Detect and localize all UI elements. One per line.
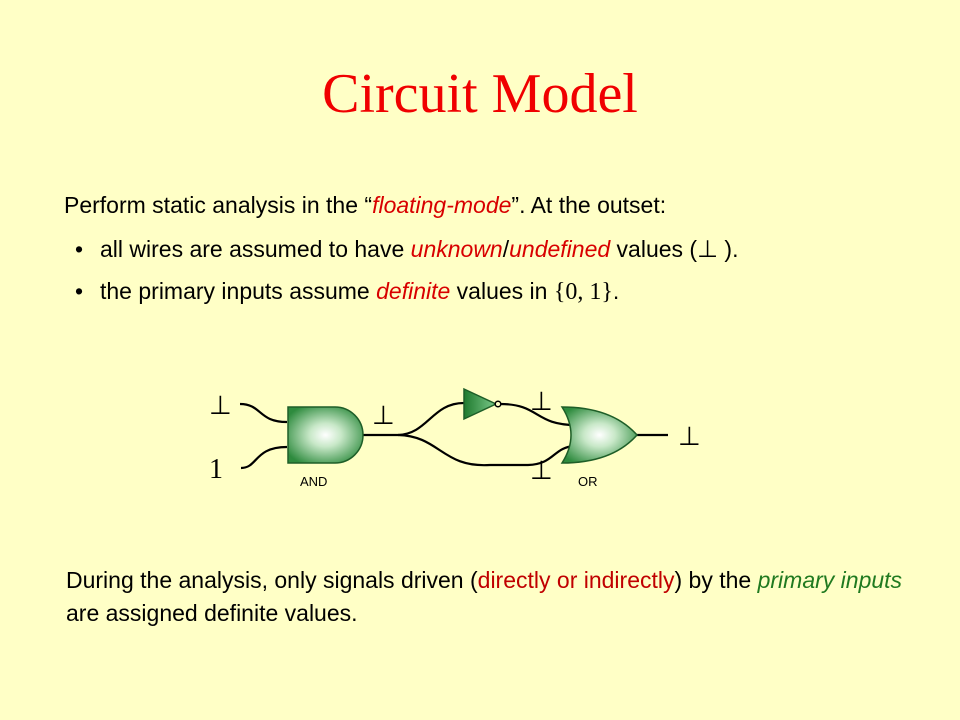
wire-input-a: [239, 402, 288, 424]
bullet-text-part: ).: [718, 236, 739, 262]
or-output-value: ⊥: [678, 422, 701, 452]
summary-part: ) by the: [674, 567, 758, 593]
summary-text: During the analysis, only signals driven…: [66, 564, 916, 630]
and-gate: AND: [287, 406, 364, 489]
slash: /: [502, 236, 510, 262]
intro-text: Perform static analysis in the “floating…: [64, 192, 666, 219]
wires: [239, 401, 668, 470]
bullet-text-part: values (: [610, 236, 698, 262]
not-gate-body: [463, 387, 498, 421]
wire-input-b: [240, 445, 288, 470]
or-input-b-value: ⊥: [530, 456, 553, 486]
summary-part: During the analysis, only signals driven…: [66, 567, 478, 593]
directly-indirectly-term: directly or indirectly: [477, 567, 675, 593]
slide-title: Circuit Model: [322, 63, 638, 125]
bullet-marker: •: [75, 278, 84, 304]
not-gate: [463, 387, 502, 421]
bullet-definite-values: • the primary inputs assume definite valu…: [75, 278, 619, 306]
not-output-value: ⊥: [530, 387, 553, 417]
input-b-value: 1: [209, 454, 223, 485]
bullet-text-part: values in: [450, 278, 554, 304]
bottom-symbol: ⊥: [697, 235, 719, 263]
summary-part: are assigned definite values.: [66, 600, 358, 626]
wire-branch-to-not: [397, 401, 465, 437]
or-gate-label: OR: [578, 474, 598, 489]
bullet-text-part: all wires are assumed to have: [100, 236, 411, 262]
primary-inputs-term: primary inputs: [757, 567, 903, 593]
wire-not-output: [499, 402, 577, 427]
or-gate: OR: [560, 406, 639, 489]
intro-suffix: ”. At the outset:: [511, 192, 667, 218]
intro-prefix: Perform static analysis in the “: [64, 192, 373, 218]
or-gate-body: [560, 406, 639, 464]
definite-term: definite: [376, 278, 451, 304]
undefined-term: undefined: [509, 236, 611, 262]
floating-mode-term: floating-mode: [372, 192, 512, 218]
bullet-text-part: the primary inputs assume: [100, 278, 377, 304]
bullet-text-part: .: [612, 278, 620, 304]
not-gate-bubble: [494, 400, 502, 408]
wire-branch-to-or: [397, 433, 576, 467]
bullet-marker: •: [75, 236, 84, 262]
unknown-term: unknown: [410, 236, 503, 262]
and-output-value: ⊥: [372, 401, 395, 431]
and-gate-label: AND: [300, 474, 327, 489]
wire-value-labels: ⊥ 1 ⊥ ⊥ ⊥ ⊥: [209, 387, 701, 486]
and-gate-body: [287, 406, 364, 464]
value-set: {0, 1}: [553, 279, 613, 305]
bullet-unknown-values: • all wires are assumed to have unknown/u…: [75, 236, 738, 263]
input-a-value: ⊥: [209, 391, 232, 421]
